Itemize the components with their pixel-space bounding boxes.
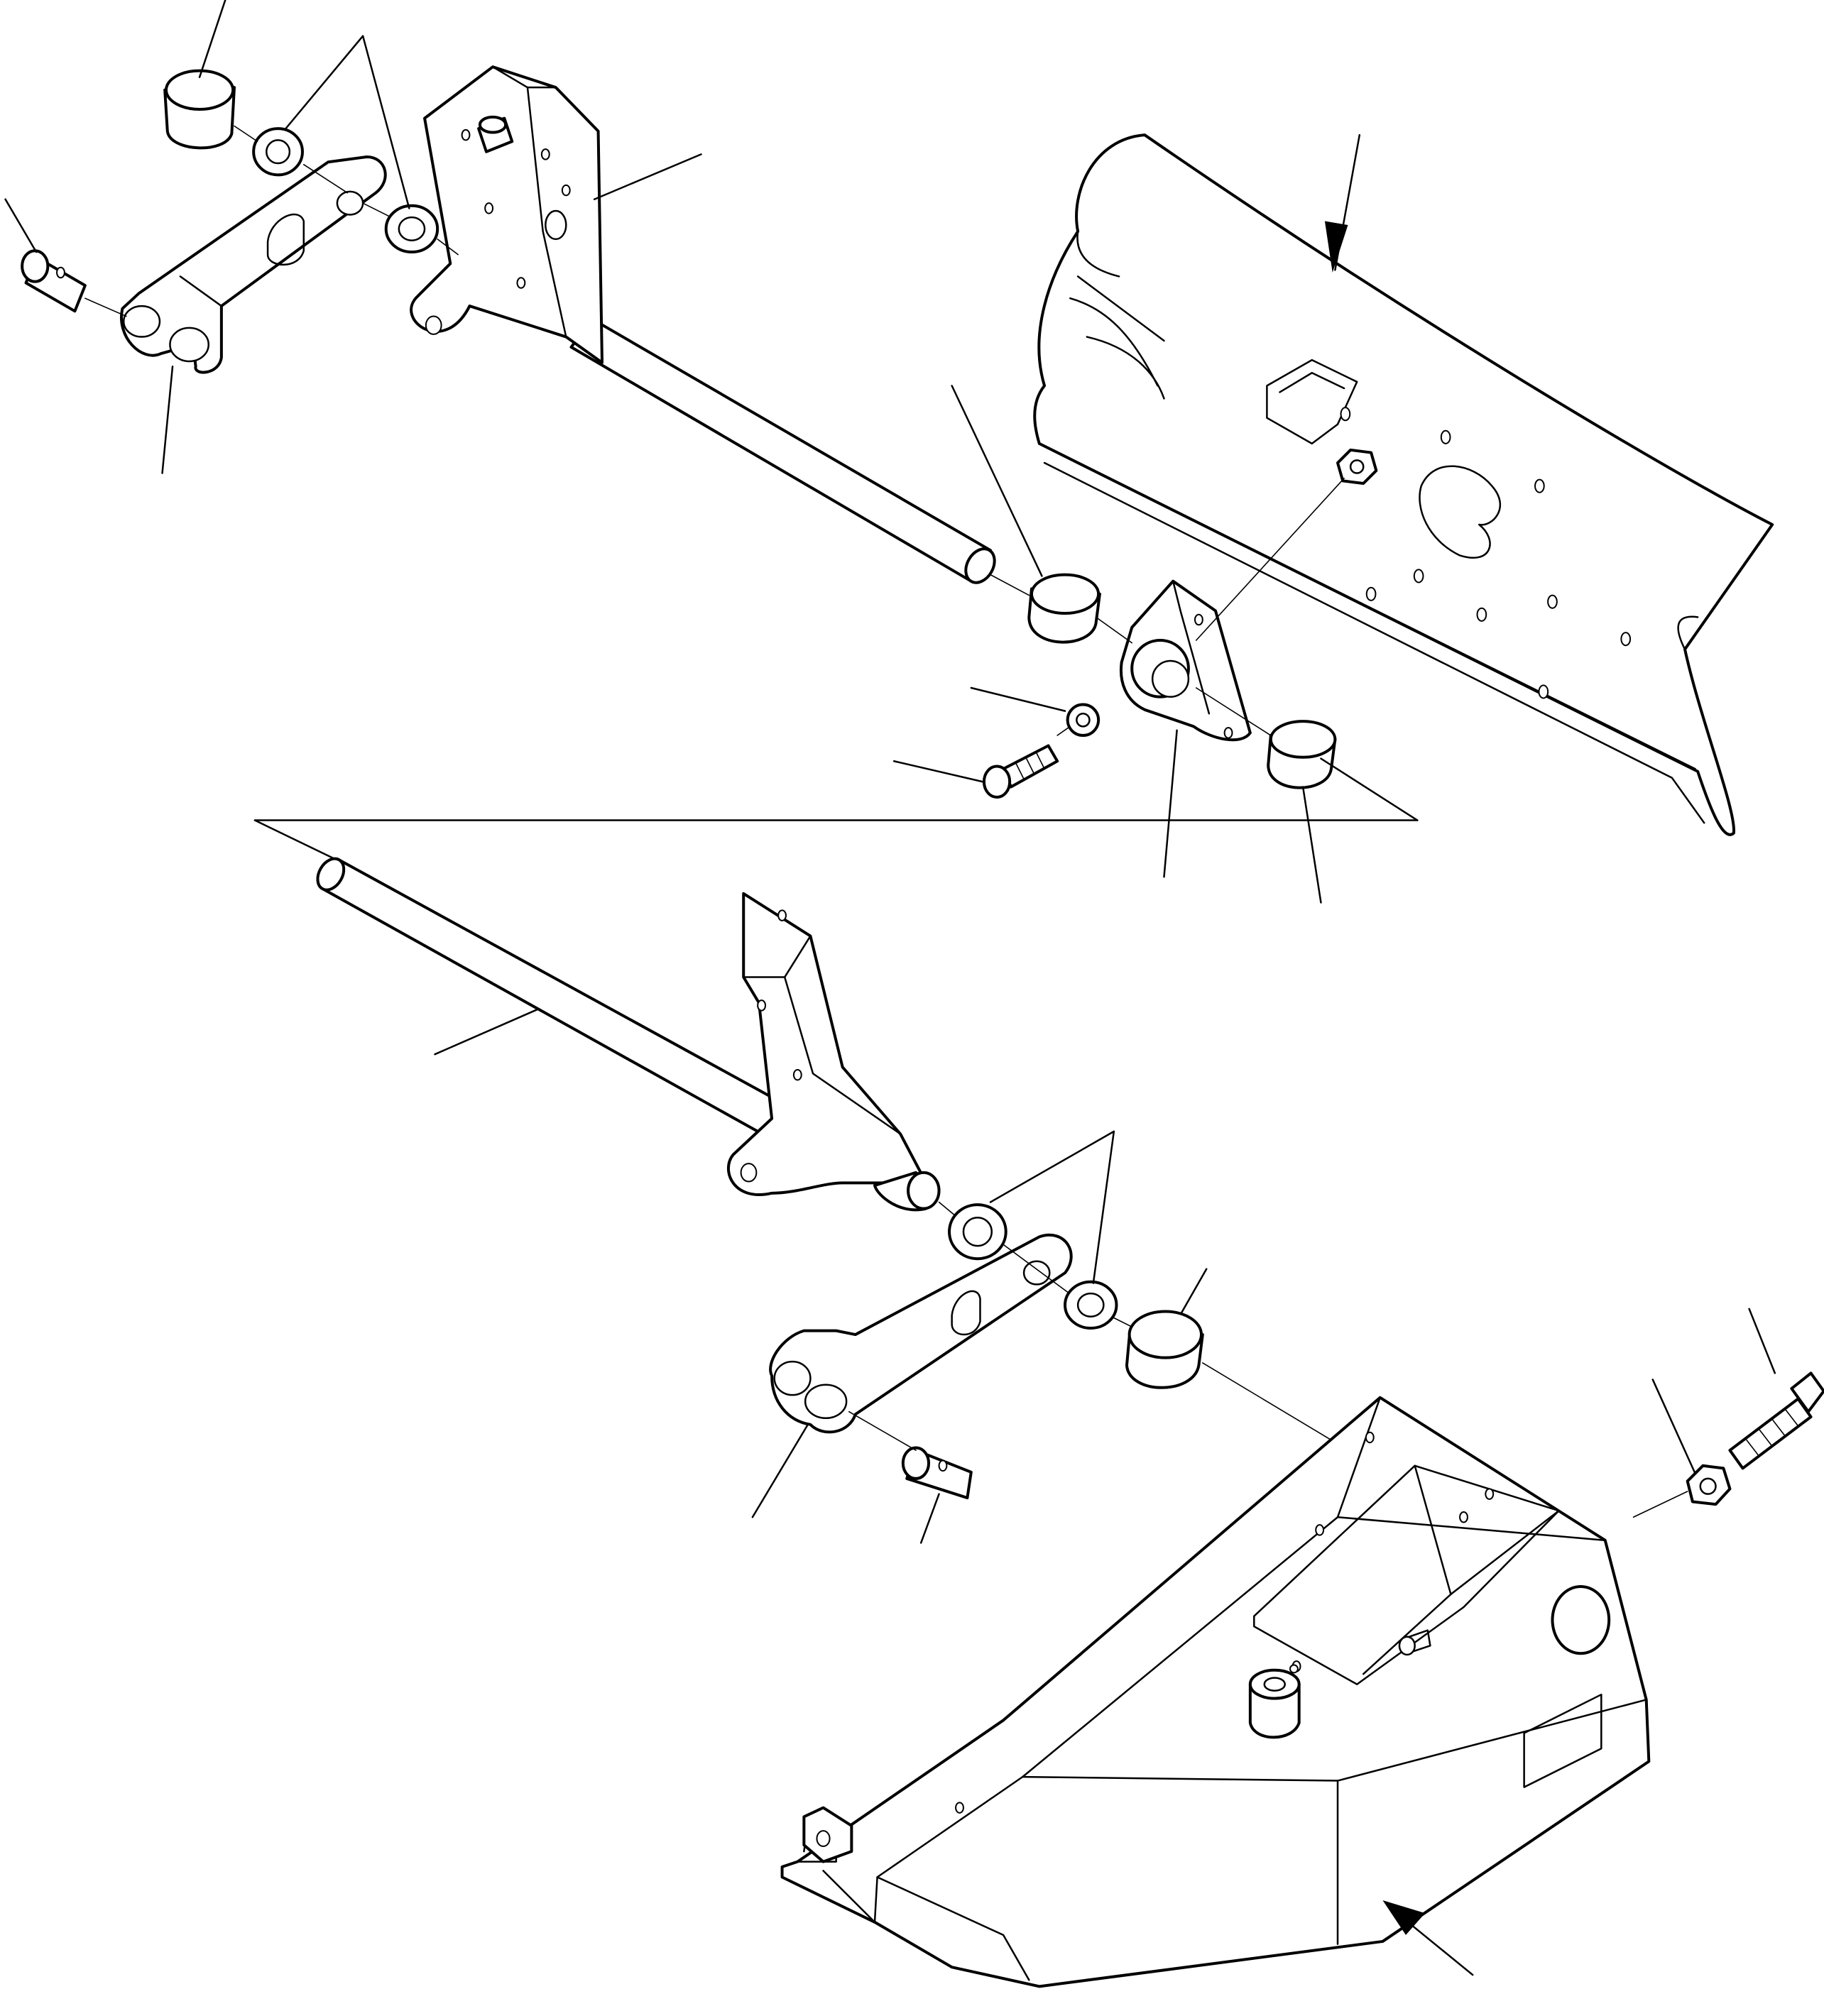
lower-console-arrow-head <box>1382 1900 1426 1935</box>
lower-pin <box>903 1447 971 1498</box>
pivot-block <box>1121 581 1250 740</box>
upper-pin <box>22 251 85 311</box>
pivot-washer <box>1068 705 1098 735</box>
upper-washer-1 <box>253 128 302 175</box>
lower-washer-2 <box>1065 1282 1116 1328</box>
upper-link <box>121 157 386 373</box>
lower-nut <box>1688 1466 1730 1504</box>
pivot-bushing-right <box>1268 721 1335 788</box>
frame-nut <box>1338 450 1376 483</box>
upper-bushing <box>165 71 234 148</box>
upper-frame-plate <box>1034 135 1772 835</box>
upper-shaft-assembly <box>411 67 1000 588</box>
lower-console-base <box>782 1398 1649 1987</box>
lower-shaft-assembly <box>312 854 939 1210</box>
lower-link <box>770 1235 1071 1432</box>
pivot-bushing-left <box>1029 575 1100 642</box>
upper-frame-arrow-head <box>1324 221 1348 273</box>
upper-washer-2 <box>386 206 437 252</box>
lower-bolt <box>1730 1373 1823 1468</box>
lower-washer-1 <box>949 1205 1006 1259</box>
pivot-bolt <box>984 746 1057 797</box>
leader-lines <box>6 0 1775 1543</box>
lower-bushing <box>1127 1311 1203 1387</box>
